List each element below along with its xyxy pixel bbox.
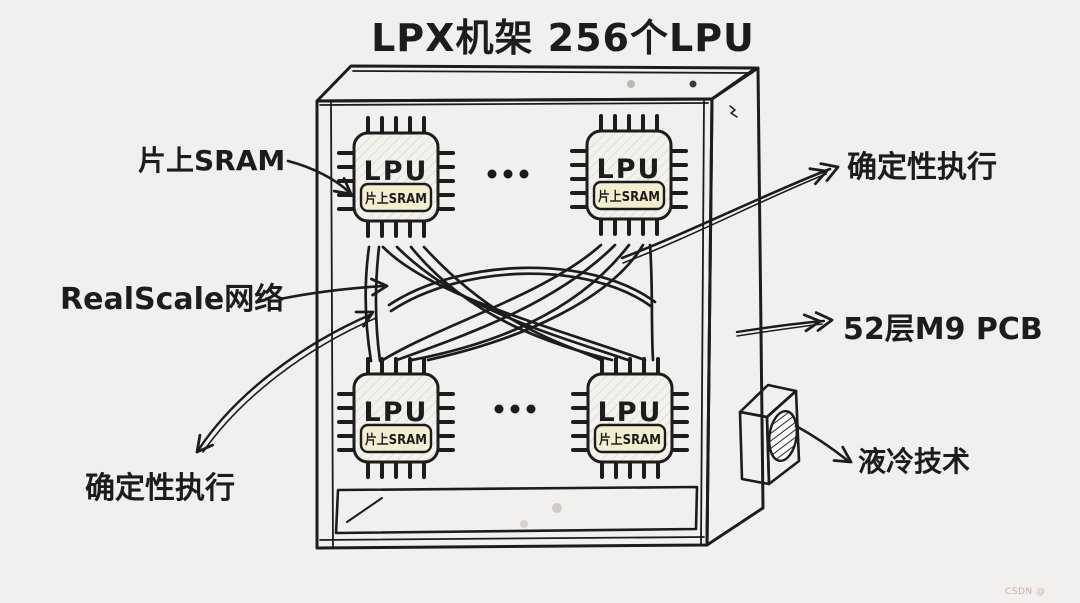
watermark: CSDN @ <box>1005 587 1046 597</box>
speck <box>689 80 697 88</box>
chip-label: LPU <box>364 156 429 187</box>
ellipsis-bottom <box>494 404 536 414</box>
label-pcb-layers: 52层M9 PCB <box>843 312 1043 347</box>
label-onchip-sram: 片上SRAM <box>138 144 285 177</box>
sketch-stroke <box>330 102 334 548</box>
arrow-onchip-sram <box>286 159 351 194</box>
label-realscale-network: RealScale网络 <box>60 282 284 317</box>
arrow-realscale <box>278 284 385 301</box>
diagram-title: LPX机架 256个LPU <box>371 16 755 60</box>
label-deterministic-left: 确定性执行 <box>85 471 235 506</box>
chip-badge-label: 片上SRAM <box>365 432 427 448</box>
rack-bottom-slot <box>334 485 699 535</box>
arrow-deterministic-right <box>620 167 832 260</box>
sketch-stroke <box>319 536 705 541</box>
sketch-squiggle <box>729 105 738 118</box>
arrow-deterministic-left <box>197 312 374 451</box>
rack-box <box>315 64 765 550</box>
cooling-unit <box>738 383 801 486</box>
chip-badge-label: 片上SRAM <box>365 191 427 207</box>
label-liquid-cooling: 液冷技术 <box>858 445 970 478</box>
chip-label: LPU <box>364 397 429 428</box>
chip-label: LPU <box>598 397 663 428</box>
speck <box>520 520 528 528</box>
arrow-liquid-cooling <box>794 424 849 462</box>
chip-badge-label: 片上SRAM <box>599 432 661 448</box>
annotation-arrows <box>189 157 857 471</box>
ellipsis-top <box>487 169 529 179</box>
lpu-chip-top-left: LPU 片上SRAM <box>337 116 455 238</box>
fan-vent-icon <box>767 409 799 463</box>
lpu-chip-top-right: LPU 片上SRAM <box>570 114 688 236</box>
rack-front-face <box>315 97 714 550</box>
label-deterministic-right: 确定性执行 <box>847 150 997 185</box>
slot-mark <box>346 497 383 523</box>
sketch-stroke <box>622 173 827 264</box>
sketch-stroke <box>319 102 709 106</box>
speck <box>627 80 635 88</box>
cooling-unit-front <box>738 410 771 486</box>
arrow-pcb <box>735 319 826 334</box>
chip-badge-label: 片上SRAM <box>598 189 660 205</box>
speck <box>552 503 562 513</box>
chip-label: LPU <box>597 154 662 185</box>
sketch-stroke <box>352 70 753 74</box>
rack-side-face <box>705 66 765 547</box>
lpu-chip-bottom-left: LPU 片上SRAM <box>337 357 455 479</box>
realscale-wires <box>364 243 657 363</box>
lpu-chip-bottom-right: LPU 片上SRAM <box>571 357 689 479</box>
sketch-stroke <box>202 317 377 453</box>
sketch-stroke <box>700 100 705 545</box>
cooling-unit-side <box>765 389 801 486</box>
